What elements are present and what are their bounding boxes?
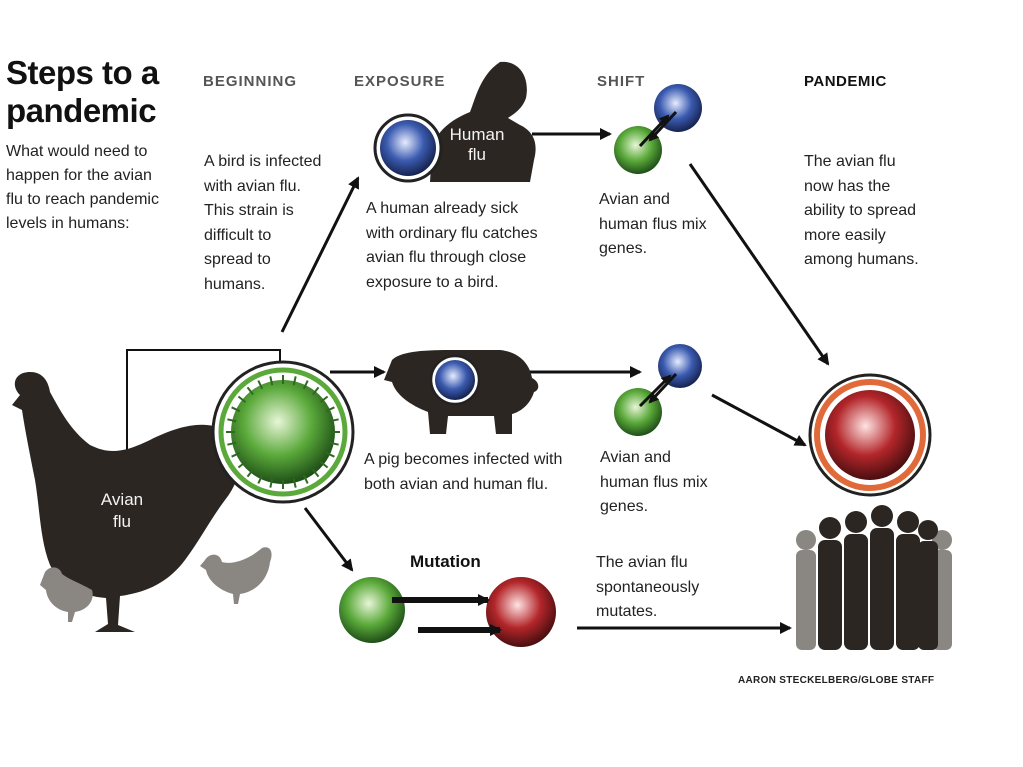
credit-line: AARON STECKELBERG/GLOBE STAFF	[738, 675, 935, 686]
stage-label-exposure: EXPOSURE	[354, 73, 446, 90]
virus-icon	[373, 113, 443, 183]
shift-description-1: Avian and human flus mix genes.	[599, 191, 707, 257]
exposure-description: A human already sick with ordinary flu c…	[366, 200, 538, 291]
stage-label-shift: SHIFT	[597, 73, 646, 90]
virus-icon	[614, 84, 702, 174]
mutation-label: Mutation	[410, 552, 481, 571]
virus-icon	[339, 577, 556, 647]
crowd-icon	[796, 505, 952, 650]
stage-label-pandemic: PANDEMIC	[804, 73, 887, 90]
shift-description-2: Avian and human flus mix genes.	[600, 449, 708, 515]
beginning-description: A bird is infected with avian flu. This …	[204, 153, 322, 293]
arrow-icon	[280, 128, 830, 634]
human-silhouette-icon	[430, 61, 536, 182]
pig-description: A pig becomes infected with both avian a…	[364, 451, 563, 493]
virus-icon	[808, 373, 932, 497]
bracket-line	[126, 349, 281, 480]
intro-text: What would need to happen for the avian …	[6, 143, 159, 232]
stage-label-beginning: BEGINNING	[203, 73, 298, 90]
hen-icon	[12, 372, 240, 632]
chick-icon	[40, 547, 272, 622]
virus-icon	[429, 354, 481, 406]
virus-icon	[614, 344, 702, 436]
mutation-description: The avian flu spontaneously mutates.	[596, 554, 700, 620]
pandemic-description: The avian flu now has the ability to spr…	[804, 153, 919, 268]
virus-icon	[211, 360, 355, 504]
page-title: Steps to a pandemic	[6, 54, 159, 129]
